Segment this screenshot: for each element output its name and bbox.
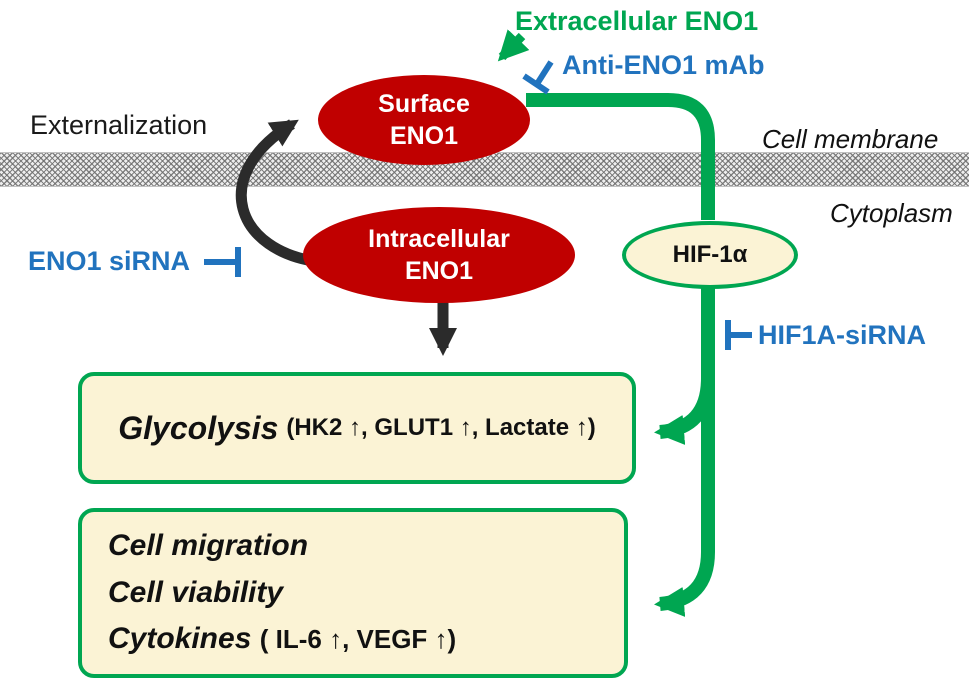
- glycolysis-title: Glycolysis: [118, 409, 279, 446]
- anti-eno1-mab-label: Anti-ENO1 mAb: [562, 50, 765, 80]
- surface-eno1-line1: Surface: [378, 89, 470, 118]
- anti-eno1-mab-inhibition-icon: [522, 60, 554, 95]
- hif1a-sirna-inhibition-icon: [725, 320, 752, 350]
- cell-membrane-label: Cell membrane: [762, 124, 939, 154]
- glycolysis-detail: (HK2 ↑, GLUT1 ↑, Lactate ↑): [286, 414, 596, 441]
- cytoplasm-label: Cytoplasm: [830, 198, 953, 228]
- eno1-sirna-label: ENO1 siRNA: [28, 246, 191, 276]
- outcome-cytokines: Cytokines ( IL-6 ↑, VEGF ↑): [108, 616, 624, 663]
- surface-eno1-node: Surface ENO1: [318, 75, 530, 165]
- outcome-cytokines-title: Cytokines: [108, 622, 252, 656]
- eno1-sirna-inhibition-icon: [204, 247, 241, 277]
- hif1a-node: HIF-1α: [622, 221, 798, 289]
- outcome-cell-migration: Cell migration: [108, 529, 309, 563]
- extracellular-eno1-label: Extracellular ENO1: [515, 6, 759, 36]
- glycolysis-box: Glycolysis (HK2 ↑, GLUT1 ↑, Lactate ↑): [78, 372, 636, 484]
- intracellular-eno1-line1: Intracellular: [368, 224, 510, 253]
- intracellular-eno1-line2: ENO1: [404, 257, 474, 285]
- green-connector-hif-to-outcomes: [654, 284, 715, 617]
- intracellular-eno1-node: Intracellular ENO1: [303, 207, 575, 303]
- extracellular-eno1-arrow: [497, 29, 530, 62]
- outcomes-box: Cell migration Cell viability Cytokines …: [78, 508, 628, 678]
- hif1a-node-label: HIF-1α: [672, 241, 748, 268]
- externalization-label: Externalization: [30, 110, 208, 140]
- hif1a-sirna-label: HIF1A-siRNA: [758, 320, 927, 350]
- green-branch-to-glycolysis: [654, 377, 715, 445]
- outcome-cell-viability: Cell viability: [108, 575, 284, 609]
- cell-membrane-band: [0, 152, 969, 187]
- outcome-cytokines-detail: ( IL-6 ↑, VEGF ↑): [259, 624, 457, 655]
- surface-eno1-line2: ENO1: [389, 122, 459, 150]
